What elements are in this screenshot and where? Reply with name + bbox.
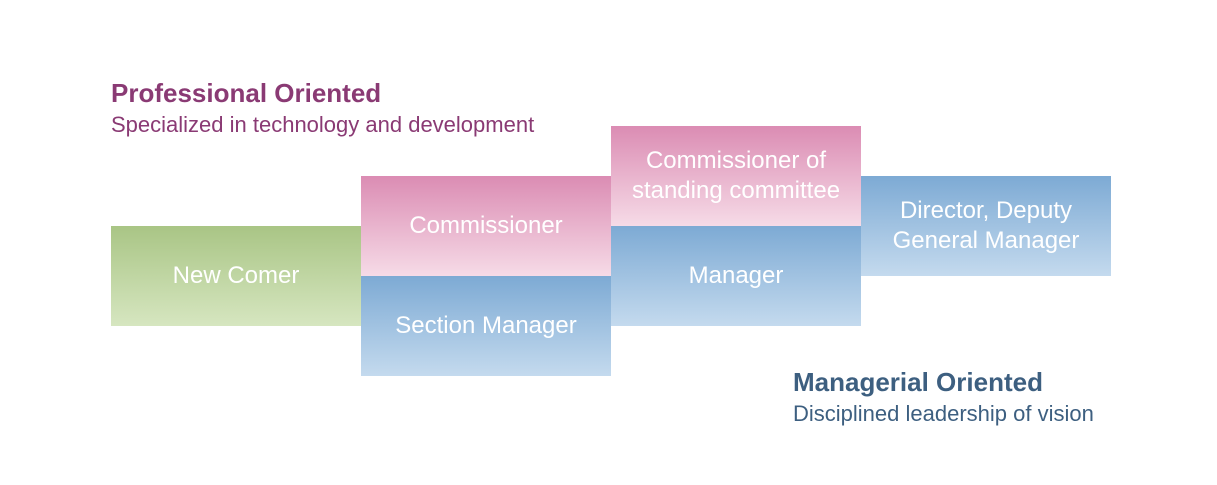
step-director-label: Director, Deputy General Manager: [893, 196, 1080, 256]
professional-track-subtitle: Specialized in technology and developmen…: [111, 112, 535, 137]
step-director-line1: Director, Deputy: [899, 197, 1073, 224]
step-standing-commissioner-line2: standing committee: [631, 177, 841, 204]
step-section-manager: Section Manager: [361, 276, 611, 376]
step-standing-commissioner: Commissioner of standing committee: [611, 126, 861, 226]
step-section-manager-label: Section Manager: [395, 312, 577, 339]
step-manager-label: Manager: [688, 262, 784, 289]
step-new-comer-label: New Comer: [172, 262, 300, 289]
managerial-track-subtitle: Disciplined leadership of vision: [793, 401, 1094, 426]
step-standing-commissioner-label: Commissioner of standing committee: [632, 146, 840, 206]
managerial-track-title: Managerial Oriented: [793, 367, 1043, 397]
step-new-comer: New Comer: [111, 226, 361, 326]
step-commissioner: Commissioner: [361, 176, 611, 276]
step-director: Director, Deputy General Manager: [861, 176, 1111, 276]
step-commissioner-label: Commissioner: [409, 212, 563, 239]
step-director-line2: General Manager: [892, 227, 1080, 254]
professional-track-title: Professional Oriented: [111, 78, 382, 108]
step-manager: Manager: [611, 226, 861, 326]
step-standing-commissioner-line1: Commissioner of: [645, 147, 827, 174]
